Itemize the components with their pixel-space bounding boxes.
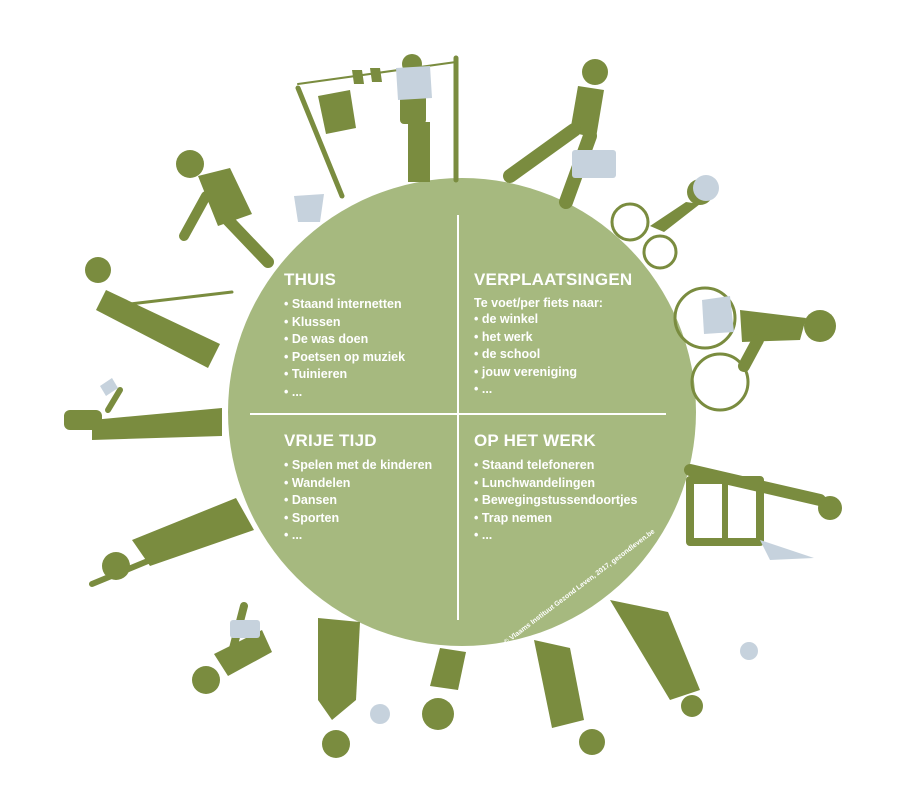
list-item: Dansen xyxy=(284,492,432,510)
quadrant-intro: Te voet/per fiets naar: xyxy=(474,296,603,310)
list-item: het werk xyxy=(474,329,632,347)
lying-reader-figure-icon xyxy=(64,387,222,440)
quadrant-op-het-werk: OP HET WERK Staand telefoneren Lunchwand… xyxy=(474,431,637,545)
laundry-figure-icon xyxy=(295,54,459,199)
stairs-figure-icon xyxy=(684,464,842,546)
list-item: ... xyxy=(474,381,632,399)
quadrant-title: OP HET WERK xyxy=(474,431,596,450)
dustpan-icon xyxy=(760,540,814,560)
list-item: De was doen xyxy=(284,331,405,349)
quadrant-title: THUIS xyxy=(284,270,336,289)
sun-icon xyxy=(740,642,758,660)
quadrant-title: VERPLAATSINGEN xyxy=(474,270,633,289)
activity-list: Staand telefoneren Lunchwandelingen Bewe… xyxy=(474,457,638,545)
list-item: ... xyxy=(284,384,405,402)
list-item: de school xyxy=(474,346,632,364)
list-item: Staand telefoneren xyxy=(474,457,637,475)
cleaning-figure-icon xyxy=(176,150,274,268)
quadrant-title: VRIJE TIJD xyxy=(284,431,377,450)
list-item: Sporten xyxy=(284,510,432,528)
list-item: ... xyxy=(474,527,637,545)
tablet-icon xyxy=(100,378,118,396)
bending-figure-icon xyxy=(422,648,466,730)
central-circle xyxy=(228,178,696,646)
briefcase-icon xyxy=(572,150,616,178)
quadrant-verplaatsingen: VERPLAATSINGEN Te voet/per fiets naar: d… xyxy=(474,270,632,399)
list-item: Bewegingstussendoortjes xyxy=(474,492,638,510)
bucket-icon xyxy=(294,194,324,222)
list-item: Staand internetten xyxy=(284,296,405,314)
ball-icon xyxy=(370,704,390,724)
list-item: de winkel xyxy=(474,311,632,329)
standing-figure-icon xyxy=(534,640,605,755)
list-item: Trap nemen xyxy=(474,510,637,528)
backpack-icon xyxy=(702,296,734,334)
quadrant-thuis: THUIS Staand internetten Klussen De was … xyxy=(284,270,405,401)
activity-list: Spelen met de kinderen Wandelen Dansen S… xyxy=(284,457,432,545)
gardener-figure-icon xyxy=(85,257,234,368)
laundry-sheet-icon xyxy=(396,66,432,100)
list-item: Lunchwandelingen xyxy=(474,475,637,493)
list-item: Poetsen op muziek xyxy=(284,349,405,367)
bike-helmet-icon xyxy=(693,175,719,201)
commuter-figure-icon xyxy=(503,59,608,209)
list-item: jouw vereniging xyxy=(474,364,632,382)
activity-list: de winkel het werk de school jouw vereni… xyxy=(474,311,632,399)
list-item: Tuinieren xyxy=(284,366,405,384)
list-item: Klussen xyxy=(284,314,405,332)
list-item: ... xyxy=(284,527,432,545)
list-item: Wandelen xyxy=(284,475,432,493)
activity-list: Staand internetten Klussen De was doen P… xyxy=(284,296,405,401)
dancer-figure-icon xyxy=(89,498,254,587)
child-playing-figure-icon xyxy=(192,602,272,694)
shorts-icon xyxy=(230,620,260,638)
walker-figure-icon xyxy=(610,600,703,717)
list-item: Spelen met de kinderen xyxy=(284,457,432,475)
cyclist-backpack-figure-icon xyxy=(673,286,836,412)
quadrant-vrije-tijd: VRIJE TIJD Spelen met de kinderen Wandel… xyxy=(284,431,432,545)
football-figure-icon xyxy=(318,618,360,758)
